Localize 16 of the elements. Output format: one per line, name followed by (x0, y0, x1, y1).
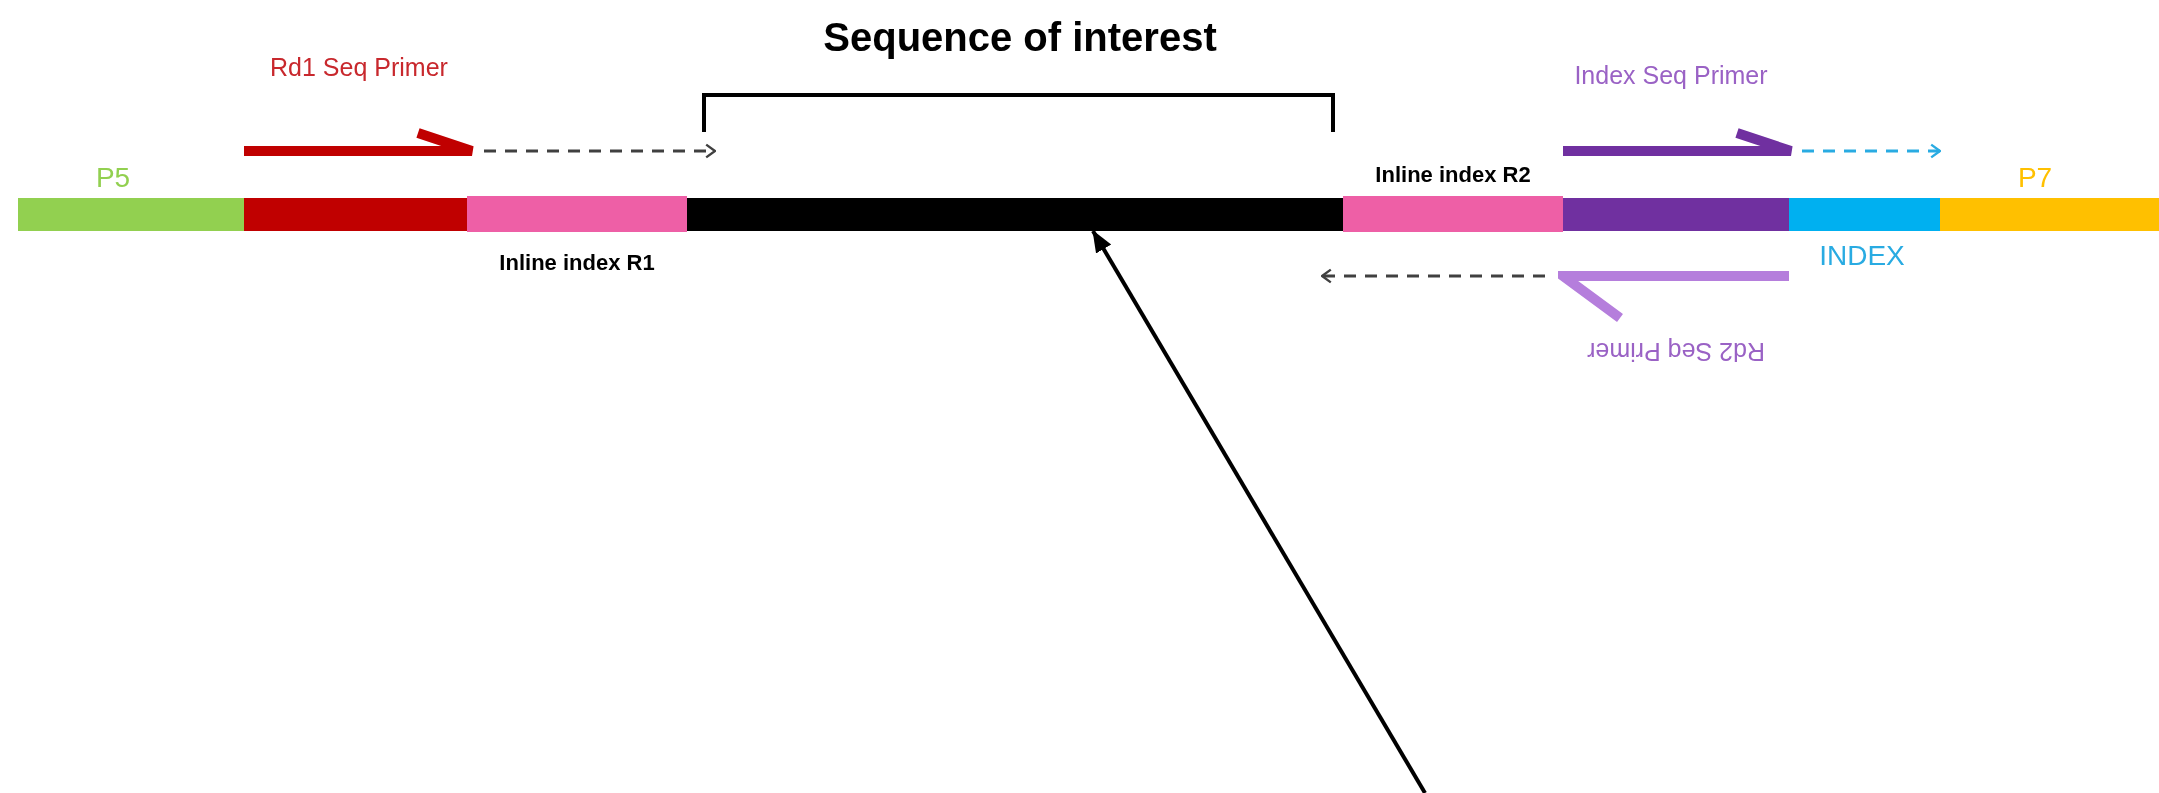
sequence-segment (244, 198, 467, 231)
segment-label: Inline index R2 (1374, 161, 1532, 189)
arrow (484, 143, 717, 159)
arrow (1091, 230, 1427, 793)
arrow (1802, 143, 1942, 159)
sequence-segment (1563, 198, 1789, 231)
segment-label: INDEX (1818, 239, 1906, 273)
sequence-segment (687, 198, 1343, 231)
segment-label: P7 (2016, 161, 2054, 195)
segment-label: Inline index R1 (498, 249, 656, 277)
heading: Sequence of interest (822, 13, 1218, 61)
arrow (1320, 268, 1545, 284)
primer-label: Rd1 Seq Primer (269, 51, 449, 83)
primer-label: Index Seq Primer (1573, 59, 1769, 91)
segment-label: P5 (94, 161, 132, 195)
primer-label: Rd2 Seq Primer (1586, 337, 1766, 369)
